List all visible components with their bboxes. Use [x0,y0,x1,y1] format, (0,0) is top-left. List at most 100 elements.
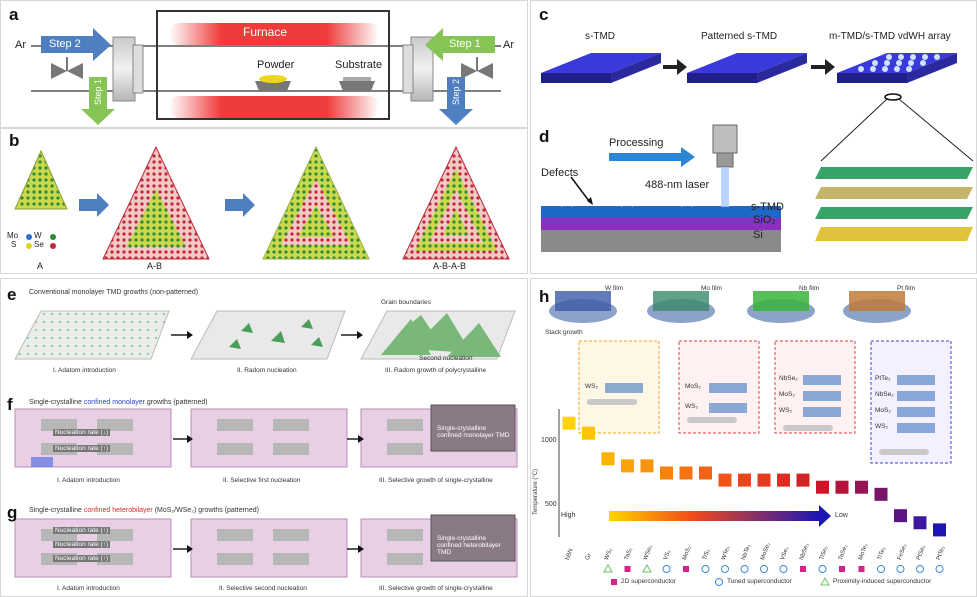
temp-bar-13 [816,480,829,494]
marker-16 [877,565,885,573]
step2-left-label: Step 2 [49,38,81,50]
g-rate-label-1: Nucleation rate (↑) [53,527,111,534]
marker-2 [603,563,613,573]
step2-left-arrow [41,28,111,61]
triangle-a [14,149,68,210]
temp-bar-19 [933,523,946,537]
second-nucleation-label: Second nucleation [419,355,473,362]
confined-growth-diagram [14,310,518,578]
marker-5 [662,565,671,573]
temp-bar-8 [718,473,732,487]
marker-17 [896,565,905,573]
high-label: High [561,512,576,519]
film-w: W film [605,285,624,292]
legend-proximity-superconductor: Proximity-induced superconductor [833,578,932,585]
step-vdwh-array: m-TMD/s-TMD vdWH array [829,31,951,42]
legend-s: S [11,240,17,249]
marker-12 [800,566,806,572]
step2-down-label: Step 2 [451,78,461,105]
patterned-substrate [757,53,807,83]
panel-label-f: f [7,395,13,414]
panel-label-h: h [539,287,550,306]
g-rate-label-3: Nucleation rate (↑) [53,555,111,562]
f-caption-1: I. Adatom introduction [57,477,120,484]
gas-outlet-label: Ar [503,39,514,51]
temp-bar-17 [894,509,907,523]
gas-inlet-label: Ar [15,39,26,51]
heater-bottom [169,96,379,118]
f-nucleation-site [31,457,53,467]
temp-bar-6 [679,466,693,480]
step-stmd: s-TMD [585,31,615,42]
layer-si: Si [753,229,763,241]
laser-label: 488-nm laser [645,179,710,191]
vdwh-array-substrate [907,53,957,83]
marker-19 [935,565,944,573]
f-rate-label-1: Nucleation rate (↓) [53,429,111,436]
substrate-label: Substrate [335,59,383,71]
laser-objective-icon [712,124,738,154]
stack-nb-mos2: MoS₂ [779,391,795,398]
g-title: Single-crystalline confined heterobilaye… [29,507,259,514]
e-nucleation-stage [190,310,346,360]
step-patterned: Patterned s-TMD [701,31,778,42]
step1-right-arrow [425,28,495,61]
step2-down-arrow [439,77,473,125]
furnace-diagram [31,10,501,125]
powder-label: Powder [257,59,295,71]
marker-13 [818,565,827,573]
stack-nb-nbse2: NbSe₂ [779,375,798,382]
temp-bar-5 [660,466,673,480]
panel-efg: e Conventional monolayer TMD growths (no… [0,278,528,597]
e-caption-1: I. Adatom introduction [53,367,116,374]
temp-bar-9 [738,473,751,487]
marker-18 [916,565,924,573]
zoom-circle [884,93,902,101]
layer-sio2: SiO₂ [753,214,776,226]
f-inset-label: Single-crystalline confined monolayer TM… [437,425,510,439]
f-rate-label-2: Nucleation rate (↑) [53,445,111,452]
panel-h: h W film Mo film Nb film Pt film Stack g… [530,278,977,597]
film-pt: Pt film [897,285,916,292]
laser-beam [721,167,729,207]
temp-bar-11 [777,473,790,487]
caption-ab: A-B [147,261,163,271]
stack-mo-ws2: WS₂ [685,403,698,410]
powder-boat [259,75,287,83]
furnace-label: Furnace [243,25,288,39]
legend-circle-icon [715,578,723,586]
temp-bar-3 [621,459,634,473]
step1-down-label: Step 1 [93,78,103,105]
synthesis-temperature-chart [549,291,952,586]
caption-abab: A-B-A-B [433,261,467,271]
stack-box-nb [774,340,856,434]
legend-w: W [34,231,42,240]
legend-tuned-superconductor: Tuned superconductor [727,578,792,585]
valve-left-icon [51,63,67,79]
legend-triangle-icon [820,576,830,586]
stack-nb-ws2: WS₂ [779,407,792,414]
defects-label: Defects [541,167,579,179]
marker-3 [624,566,631,572]
marker-9 [740,565,749,573]
step1-down-arrow [81,77,115,125]
patterning-diagram [541,53,974,252]
low-label: Low [835,512,848,519]
g-caption-3: III. Selective growth of single-crystall… [379,585,493,592]
f-caption-2: II. Selective first nucleation [223,477,301,484]
panel-a: a Furnace Powder Substrate Ar Ar Step 2 … [0,0,528,128]
panel-label-g: g [7,503,18,522]
legend-se: Se [34,240,44,249]
processing-label: Processing [609,137,664,149]
y-axis-label: Temperature (°C) [533,468,539,515]
marker-8 [721,565,729,573]
panel-b: b Mo W S Se A A-B A-B-A-B [0,128,528,274]
y-tick-500: 500 [545,501,557,508]
marker-14 [839,566,845,572]
vdwh-layer-stack [815,167,973,241]
g-rate-label-2: Nucleation rate (↑) [53,541,111,548]
stack-pt-nbse2: NbSe₂ [875,391,894,398]
marker-11 [779,565,788,573]
marker-6 [683,566,689,572]
e-caption-2: II. Radom nucleation [237,367,297,374]
